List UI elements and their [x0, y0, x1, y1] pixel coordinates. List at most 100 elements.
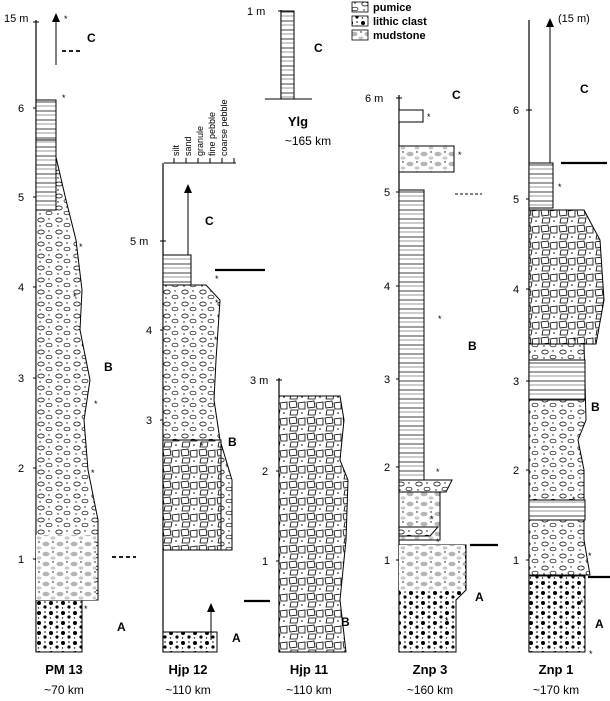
znp1-tick-1: 1: [513, 555, 519, 567]
znp1-name: Znp 1: [539, 662, 574, 677]
hjp12-unit-b-label: B: [228, 435, 237, 449]
svg-text:*: *: [94, 399, 98, 409]
znp3-unit-a-label: A: [475, 590, 484, 604]
znp3-distance: ~160 km: [407, 683, 453, 697]
ylg-distance: ~165 km: [285, 134, 331, 148]
pm13-name: PM 13: [45, 662, 83, 677]
hjp12-unit-a-label: A: [232, 631, 241, 645]
znp1-tick-2: 2: [513, 465, 519, 477]
znp1-tick-15m: (15 m): [558, 13, 590, 25]
znp1-tick-4: 4: [513, 284, 519, 296]
znp1-distance: ~170 km: [533, 683, 579, 697]
znp1-unit-c-label: C: [580, 82, 589, 96]
hjp11-tick-1: 1: [262, 556, 268, 568]
znp3-upper-pumice: [398, 145, 455, 173]
znp3-tick-6m: 6 m: [365, 93, 383, 105]
hjp12-unit-a: [162, 631, 218, 653]
hjp12-unit-c: [162, 254, 192, 286]
svg-text:*: *: [64, 14, 68, 24]
svg-text:*: *: [589, 649, 593, 659]
hjp12-tick-3: 3: [146, 415, 152, 427]
hjp11-name: Hjp 11: [290, 662, 328, 677]
pm13-unit-b-label: B: [104, 360, 113, 374]
hjp12-distance: ~110 km: [165, 683, 210, 697]
hjp12-tick-4: 4: [146, 325, 152, 337]
svg-text:*: *: [427, 112, 431, 122]
hjp12-grain-scale: silt sand granule fine pebble coarse peb…: [164, 99, 236, 164]
grain-silt: silt: [171, 145, 181, 156]
section-hjp12: silt sand granule fine pebble coarse peb…: [130, 99, 270, 697]
hjp12-unit-c-label: C: [205, 214, 214, 228]
grain-sand: sand: [183, 136, 193, 156]
svg-text:*: *: [215, 274, 219, 284]
hjp11-distance: ~110 km: [286, 683, 331, 697]
svg-text:*: *: [84, 604, 88, 614]
pm13-tick-4: 4: [18, 282, 24, 294]
legend-pumice-swatch: [351, 1, 369, 13]
pm13-tick-1: 1: [18, 554, 24, 566]
hjp11-tick-3m: 3 m: [250, 375, 268, 387]
section-hjp11: 3 m 2 1 B Hjp 11 ~110 km: [250, 375, 350, 697]
grain-fine-pebble: fine pebble: [207, 112, 217, 156]
pm13-unit-c-label: C: [87, 31, 96, 45]
svg-text:*: *: [214, 335, 218, 345]
legend: pumice lithic clast mudstone: [351, 1, 427, 42]
svg-text:*: *: [200, 441, 204, 451]
svg-text:*: *: [62, 93, 66, 103]
znp1-unit-a-label: A: [595, 617, 604, 631]
legend-lithic-swatch: [351, 15, 369, 27]
znp3-unit-b: [398, 189, 425, 481]
section-ylg: 1 m C Ylg ~165 km: [247, 6, 331, 148]
znp3-name: Znp 3: [413, 662, 448, 677]
znp3-tick-4: 4: [384, 281, 390, 293]
hjp11-tick-2: 2: [262, 466, 268, 478]
pm13-unit-b-grey: [36, 535, 96, 600]
pm13-tick-15m: 15 m: [4, 13, 28, 25]
legend-lithic-label: lithic clast: [373, 16, 427, 28]
grain-granule: granule: [195, 126, 205, 156]
svg-text:*: *: [573, 336, 577, 346]
hjp11-unit-b-label: B: [341, 615, 350, 629]
hjp12-tick-5m: 5 m: [130, 236, 148, 248]
svg-text:*: *: [73, 292, 77, 302]
section-pm13: 15 m 6 5 4 3 2 1 * C B A * * * * * * PM …: [4, 13, 136, 697]
znp1-unit-c: [528, 162, 554, 209]
pm13-tick-5: 5: [18, 192, 24, 204]
znp3-tick-5: 5: [384, 187, 390, 199]
svg-text:*: *: [458, 150, 462, 160]
svg-text:*: *: [215, 298, 219, 308]
ylg-unit-c-label: C: [314, 41, 323, 55]
grain-coarse-pebble: coarse pebble: [219, 99, 229, 156]
znp3-unit-c-label: C: [452, 88, 461, 102]
ylg-tick-1m: 1 m: [247, 6, 265, 18]
ylg-unit-c: [280, 10, 295, 100]
svg-text:*: *: [79, 242, 83, 252]
znp3-tick-2: 2: [384, 462, 390, 474]
znp1-unit-b-label: B: [591, 400, 600, 414]
svg-text:*: *: [436, 537, 440, 547]
pm13-unit-a-label: A: [117, 620, 126, 634]
legend-pumice-label: pumice: [373, 2, 412, 14]
legend-mudstone-swatch: [351, 29, 369, 41]
znp1-tick-5: 5: [513, 194, 519, 206]
svg-text:*: *: [588, 551, 592, 561]
znp3-unit-b-label: B: [468, 339, 477, 353]
pm13-tick-6: 6: [18, 103, 24, 115]
hjp11-unit-b: [278, 395, 349, 653]
pm13-unit-c: [35, 99, 57, 141]
svg-text:*: *: [445, 616, 449, 626]
section-znp1: (15 m) 6 5 4 3 2 1 C B A * * * * * * Znp…: [513, 13, 610, 697]
svg-text:*: *: [558, 182, 562, 192]
znp1-tick-6: 6: [513, 105, 519, 117]
svg-text:*: *: [91, 468, 95, 478]
section-znp3: 6 m 5 4 3 2 1 C B A * * * * * * * Znp 3 …: [365, 88, 498, 697]
legend-mudstone-label: mudstone: [373, 30, 426, 42]
pm13-tick-2: 2: [18, 463, 24, 475]
hjp12-name: Hjp 12: [168, 662, 207, 677]
znp1-tick-3: 3: [513, 376, 519, 388]
pm13-unit-a: [35, 599, 83, 653]
znp3-tick-3: 3: [384, 374, 390, 386]
pm13-distance: ~70 km: [44, 683, 84, 697]
svg-text:*: *: [580, 598, 584, 608]
